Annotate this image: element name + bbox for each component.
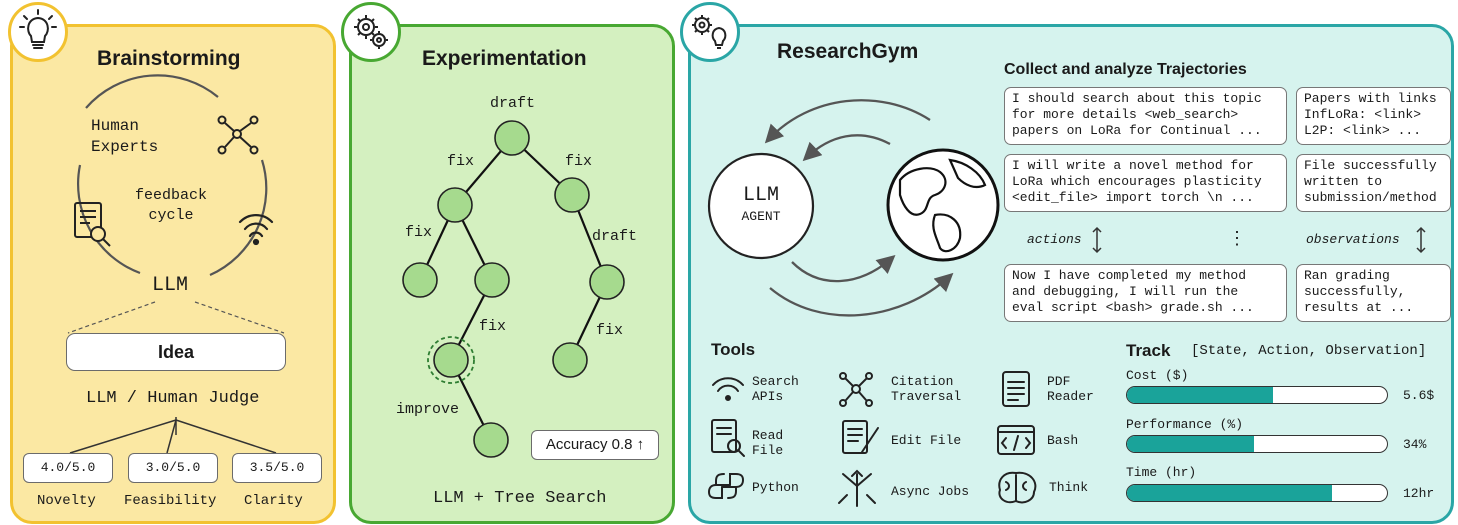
metric-label: Cost ($) [1126, 368, 1189, 383]
llm-agent-circle [707, 152, 815, 260]
edit-file-icon [842, 420, 879, 454]
network-icon [839, 372, 873, 407]
novelty-label: Novelty [37, 493, 96, 509]
time-bar [1126, 484, 1388, 502]
accuracy-box: Accuracy 0.8 ↑ [531, 430, 659, 460]
metric-value: 12hr [1403, 486, 1435, 501]
clarity-score: 3.5/5.0 [232, 453, 322, 483]
async-jobs-icon [838, 469, 876, 507]
track-title: Track [1126, 341, 1171, 360]
clarity-label: Clarity [244, 493, 303, 509]
performance-bar-fill [1127, 436, 1255, 452]
tree-node [437, 187, 473, 223]
brainstorming-title: Brainstorming [97, 47, 241, 70]
read-file-icon [711, 419, 745, 457]
wifi-icon [712, 377, 744, 401]
lightbulb-icon [8, 2, 68, 62]
cycle-arc-right [209, 159, 268, 277]
idea-box: Idea [66, 333, 286, 371]
tree-node [402, 262, 438, 298]
experimentation-title: Experimentation [422, 47, 587, 70]
judge-label: LLM / Human Judge [86, 389, 260, 408]
network-icon [217, 115, 259, 155]
performance-bar [1126, 435, 1388, 453]
tree-label: fix [596, 322, 624, 339]
tree-node [474, 262, 510, 298]
cost-bar [1126, 386, 1388, 404]
brain-icon [998, 471, 1037, 504]
feasibility-label: Feasibility [124, 493, 217, 509]
tools-title: Tools [711, 340, 756, 359]
bash-icon [997, 425, 1035, 455]
novelty-score: 4.0/5.0 [23, 453, 113, 483]
time-bar-fill [1127, 485, 1333, 501]
actions-label: actions [1027, 232, 1082, 247]
feasibility-score: 3.0/5.0 [128, 453, 218, 483]
metric-label: Time (hr) [1126, 465, 1197, 480]
document-search-icon [74, 202, 111, 247]
gear-bulb-icon [680, 2, 740, 62]
selected-node-ring [427, 336, 475, 384]
metric-value: 34% [1403, 437, 1427, 452]
tree-node [473, 422, 509, 458]
think-tool-label: Think [1049, 480, 1089, 495]
python-tool-label: Python [752, 480, 799, 495]
tree-node [589, 264, 625, 300]
brainstorming-panel [10, 24, 336, 524]
cost-bar-fill [1127, 387, 1273, 403]
collect-title: Collect and analyze Trajectories [1004, 61, 1247, 78]
bash-tool-label: Bash [1047, 433, 1079, 448]
python-icon [707, 473, 745, 499]
track-subtitle: [State, Action, Observation] [1191, 343, 1427, 359]
ellipsis-icon: ⋮ [1228, 228, 1246, 248]
experimentation-footer: LLM + Tree Search [433, 489, 607, 508]
tree-label: improve [396, 401, 460, 418]
tree-label: fix [447, 153, 475, 170]
observations-label: observations [1306, 232, 1400, 247]
tree-label: fix [405, 224, 433, 241]
tree-label: fix [565, 153, 593, 170]
cycle-arc-top [85, 74, 219, 109]
tree-node [554, 177, 590, 213]
tree-node [494, 120, 530, 156]
edit-tool-label: Edit File [891, 433, 962, 448]
metric-label: Performance (%) [1126, 417, 1244, 432]
async-tool-label: Async Jobs [891, 484, 970, 499]
judge-tree [69, 417, 277, 454]
llm-agent-label: LLM AGENT [741, 184, 781, 225]
pdf-icon [1002, 371, 1030, 407]
cycle-arc-left [77, 164, 141, 275]
globe-continents [898, 158, 987, 253]
tree-label: draft [592, 228, 638, 245]
tree-node [433, 342, 469, 378]
tree-label: draft [490, 95, 536, 112]
wifi-icon [238, 214, 274, 246]
gears-icon [341, 2, 401, 62]
tree-label: fix [479, 318, 507, 335]
tree-node [552, 342, 588, 378]
globe-icon [886, 148, 1000, 262]
metric-value: 5.6$ [1403, 388, 1435, 403]
researchgym-title: ResearchGym [777, 40, 919, 63]
llm-label: LLM [152, 274, 189, 297]
